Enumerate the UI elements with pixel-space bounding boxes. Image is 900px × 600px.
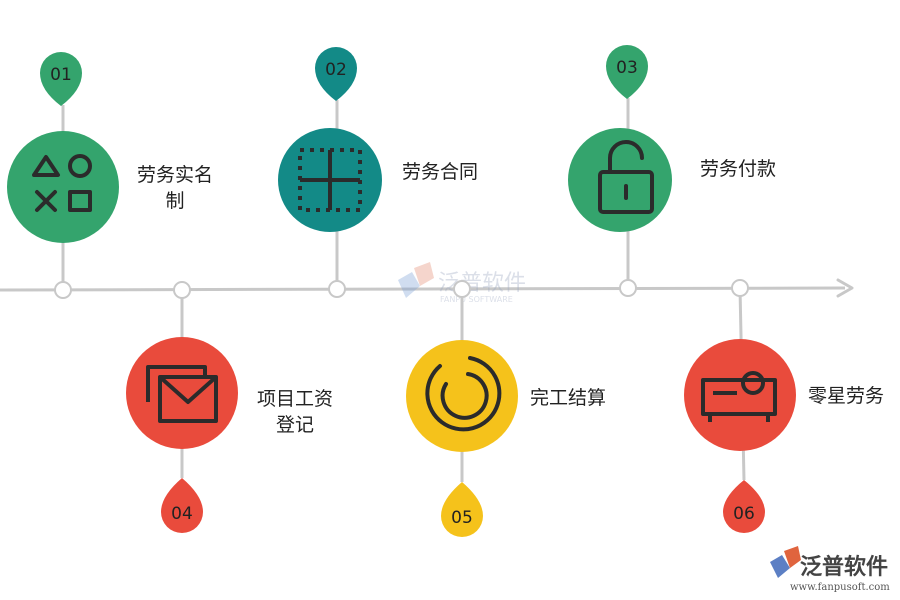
step-04: 04 xyxy=(126,281,238,533)
watermark-subtitle: FANPU SOFTWARE xyxy=(440,295,513,304)
axis-node xyxy=(173,281,191,299)
axis-node xyxy=(328,280,346,298)
shapes-icon xyxy=(32,154,92,212)
step-marker-drop xyxy=(723,480,765,533)
brand-logo-name: 泛普软件 xyxy=(800,554,888,580)
brand-logo: 泛普软件 www.fanpusoft.com xyxy=(770,546,890,593)
watermark: 泛普软件 FANPU SOFTWARE xyxy=(398,262,526,304)
step-number: 03 xyxy=(616,58,638,78)
brand-logo-url: www.fanpusoft.com xyxy=(790,582,890,593)
watermark-logo-icon xyxy=(398,262,434,298)
step-marker-pin xyxy=(606,45,648,99)
step-number: 06 xyxy=(733,504,755,524)
step-number: 01 xyxy=(50,65,72,85)
axis-node xyxy=(54,281,72,299)
step-number: 05 xyxy=(451,508,473,528)
step-label-01: 劳务实名制 xyxy=(136,164,213,212)
step-05: 05 xyxy=(406,280,518,537)
step-number: 04 xyxy=(171,504,193,524)
brand-logo-icon xyxy=(770,546,801,578)
step-circle xyxy=(7,131,119,243)
envelope-icon xyxy=(146,365,218,423)
unlock-icon xyxy=(598,140,654,214)
step-circle xyxy=(126,337,238,449)
circle-arrow-icon xyxy=(425,356,502,432)
step-marker-pin xyxy=(315,47,357,101)
step-label-04: 项目工资登记 xyxy=(256,388,333,436)
axis-node xyxy=(731,279,749,297)
step-marker-pin xyxy=(40,52,82,106)
step-06: 06 xyxy=(684,279,796,533)
step-02: 02 xyxy=(278,47,382,298)
step-circle xyxy=(684,339,796,451)
step-marker-drop xyxy=(441,482,483,537)
step-01: 01 xyxy=(7,52,119,299)
axis-node xyxy=(453,280,471,298)
watermark-brand: 泛普软件 xyxy=(438,271,526,296)
step-label-02: 劳务合同 xyxy=(402,161,479,183)
step-marker-drop xyxy=(161,478,203,533)
timeline-arrow-head xyxy=(836,278,854,298)
step-03: 03 xyxy=(568,45,672,297)
grid-icon xyxy=(298,148,362,212)
step-label-03: 劳务付款 xyxy=(700,158,777,180)
step-label-06: 零星劳务 xyxy=(808,385,885,407)
step-number: 02 xyxy=(325,60,347,80)
step-circle xyxy=(568,128,672,232)
axis-node xyxy=(619,279,637,297)
timeline-axis xyxy=(0,286,846,292)
step-label-05: 完工结算 xyxy=(530,387,607,409)
projector-icon xyxy=(701,371,777,422)
